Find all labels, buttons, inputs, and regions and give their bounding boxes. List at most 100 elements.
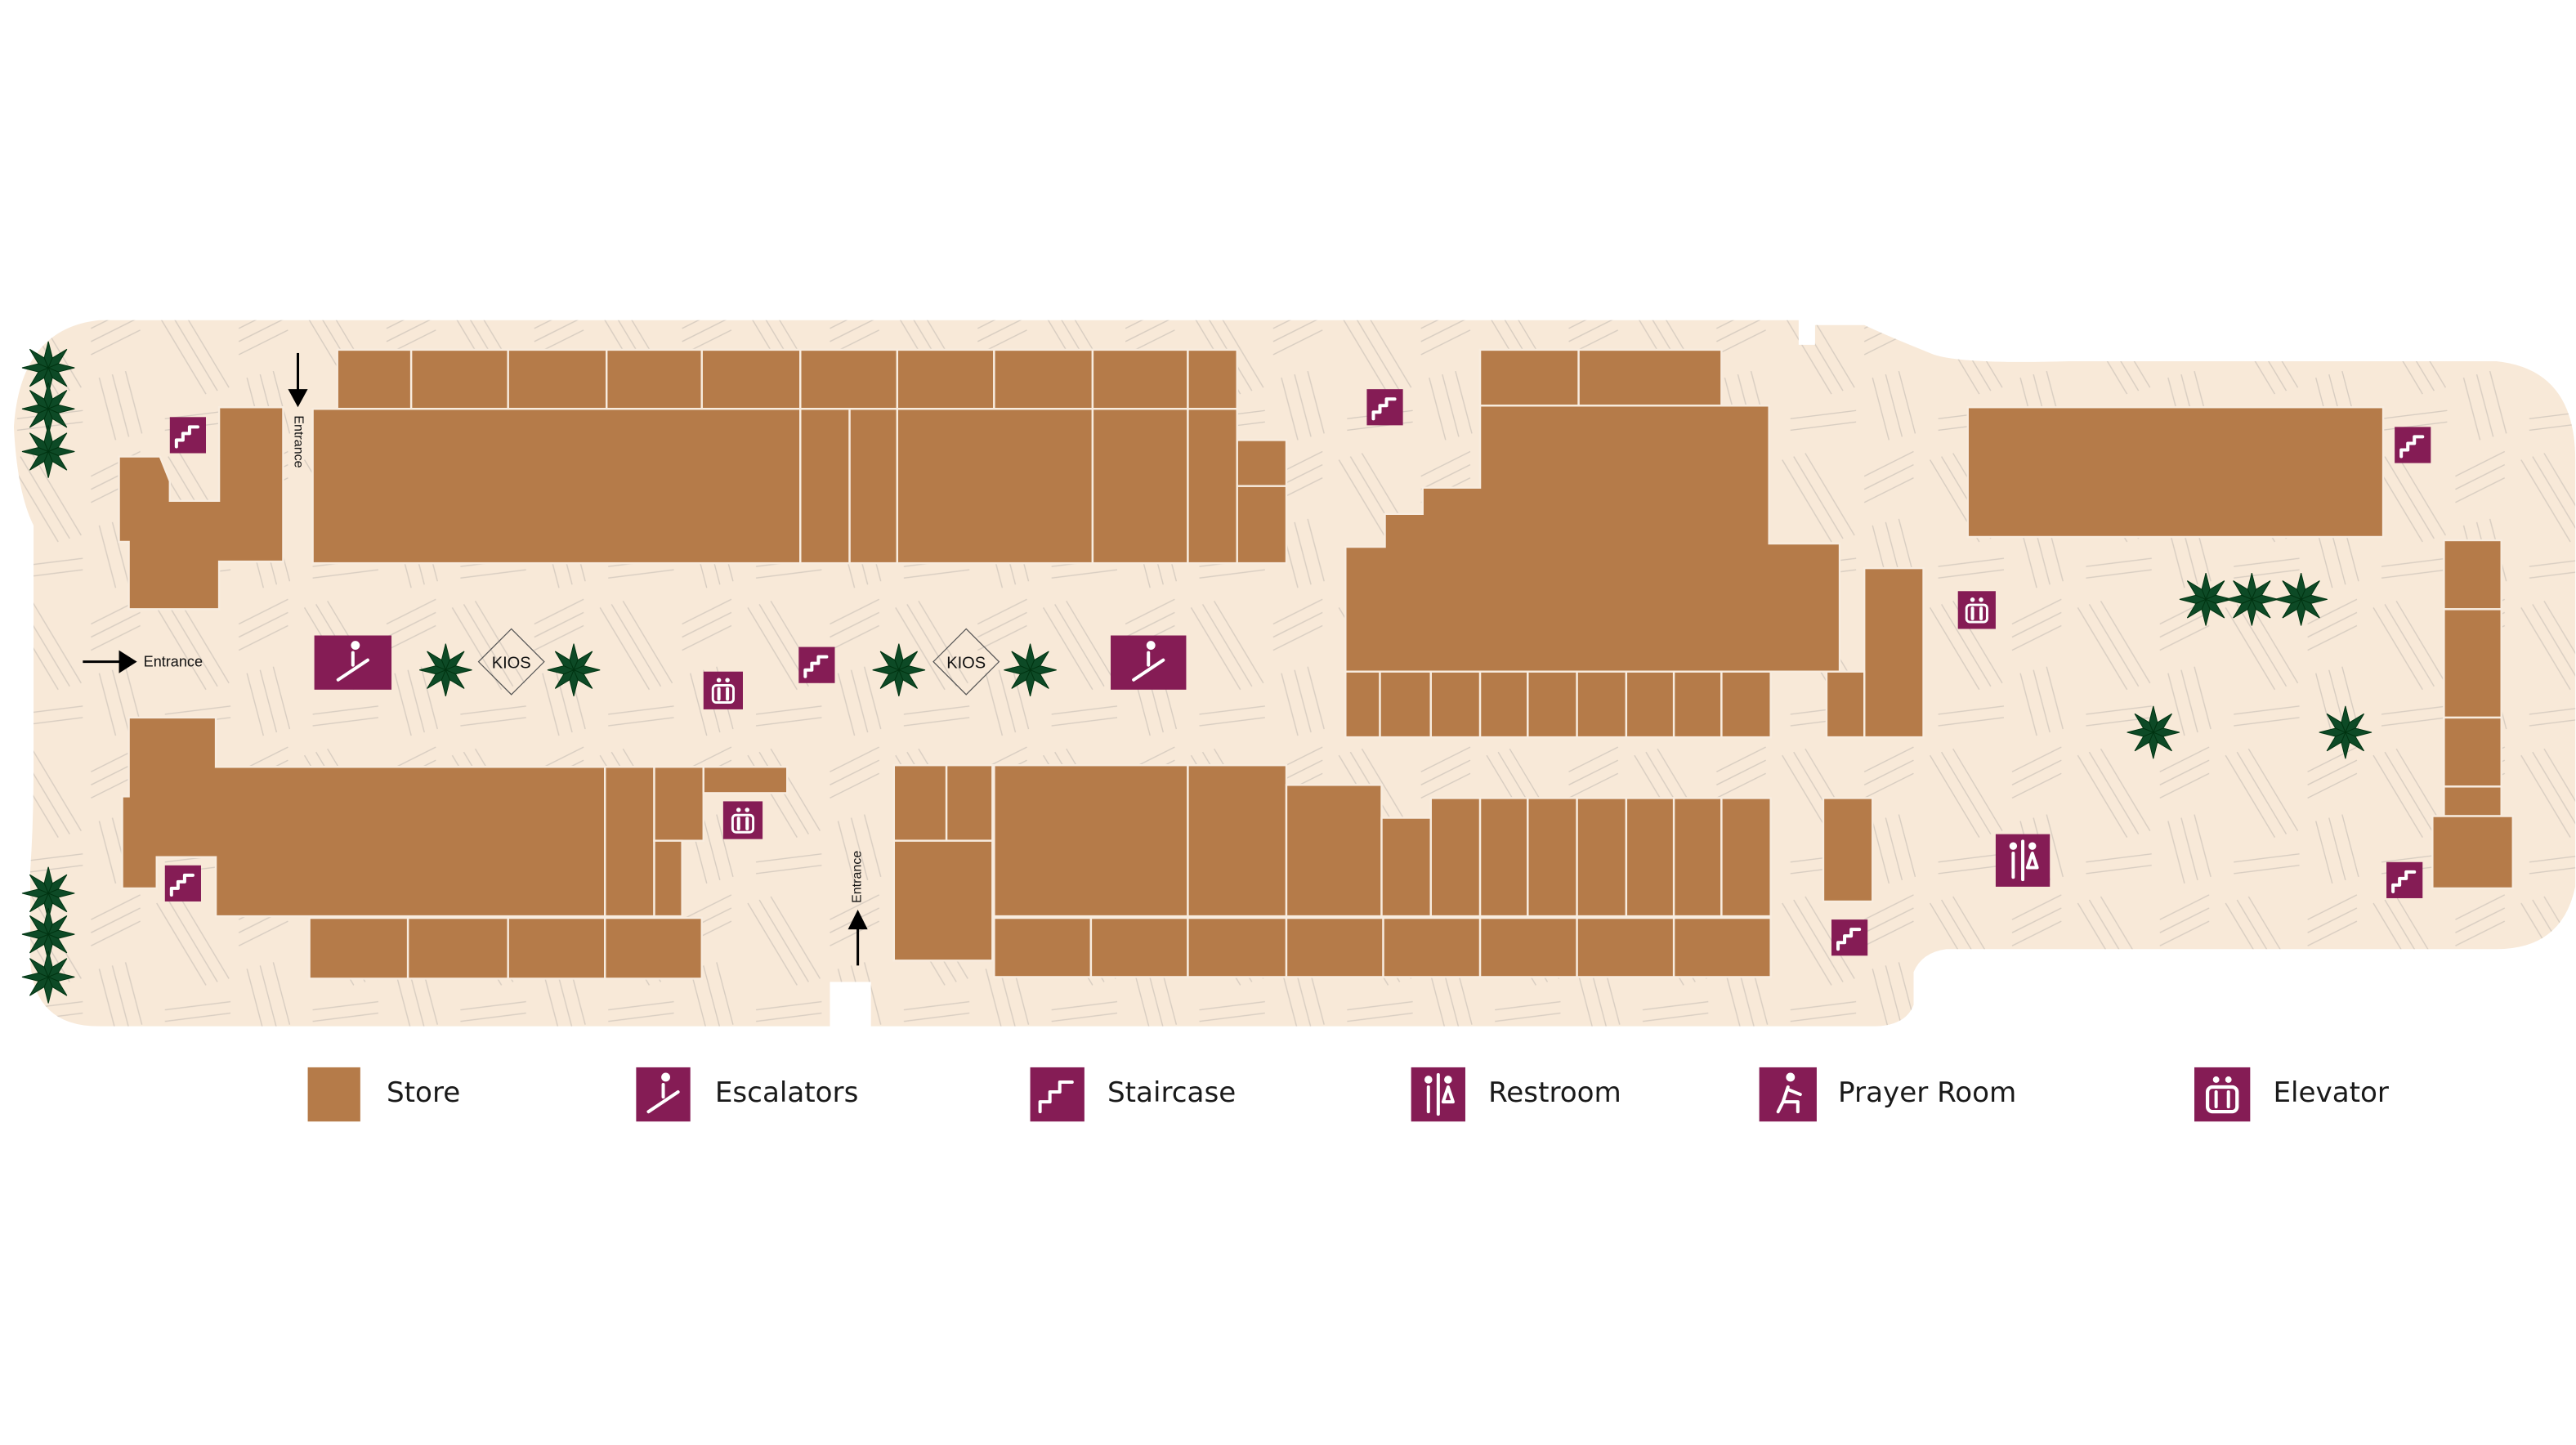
palm-tree-icon bbox=[547, 643, 601, 696]
store[interactable] bbox=[1187, 348, 1238, 410]
staircase-icon[interactable] bbox=[1366, 389, 1403, 426]
store[interactable] bbox=[1187, 916, 1288, 978]
entrance-bottom: Entrance bbox=[847, 851, 868, 966]
store[interactable] bbox=[1091, 348, 1189, 410]
palm-tree-icon bbox=[872, 643, 926, 696]
store[interactable] bbox=[1478, 348, 1580, 407]
store[interactable] bbox=[311, 408, 802, 565]
staircase-icon[interactable] bbox=[164, 865, 201, 901]
restroom-icon[interactable] bbox=[1995, 834, 2051, 887]
store[interactable] bbox=[409, 348, 509, 410]
store bbox=[118, 406, 284, 611]
kiosk-label: KIOS bbox=[492, 655, 531, 673]
store[interactable] bbox=[1576, 670, 1628, 739]
store[interactable] bbox=[2443, 716, 2502, 788]
palm-tree-icon bbox=[21, 866, 75, 920]
store[interactable] bbox=[1720, 797, 1772, 918]
store[interactable] bbox=[507, 348, 608, 410]
store[interactable] bbox=[799, 408, 851, 565]
elevator-icon[interactable] bbox=[703, 671, 743, 709]
store[interactable] bbox=[604, 916, 703, 980]
store[interactable] bbox=[1863, 566, 1925, 739]
store[interactable] bbox=[993, 764, 1189, 918]
store[interactable] bbox=[1380, 816, 1432, 918]
prayer-room-icon bbox=[1759, 1067, 1817, 1122]
store[interactable] bbox=[1625, 797, 1675, 918]
palm-tree-icon bbox=[2274, 573, 2328, 626]
store[interactable] bbox=[1236, 439, 1288, 487]
staircase-icon[interactable] bbox=[2386, 861, 2423, 898]
store[interactable] bbox=[507, 916, 606, 980]
store[interactable] bbox=[308, 916, 409, 980]
store[interactable] bbox=[1527, 670, 1578, 739]
palm-tree-icon bbox=[21, 951, 75, 1004]
entrance-top: Entrance bbox=[288, 352, 308, 468]
store[interactable] bbox=[336, 348, 413, 410]
store[interactable] bbox=[653, 766, 704, 842]
staircase-icon[interactable] bbox=[169, 417, 207, 454]
store bbox=[121, 716, 606, 918]
store[interactable] bbox=[945, 764, 994, 842]
store[interactable] bbox=[2431, 815, 2514, 890]
store[interactable] bbox=[702, 766, 789, 794]
elevator-icon[interactable] bbox=[1957, 591, 1996, 629]
store[interactable] bbox=[653, 839, 683, 918]
store[interactable] bbox=[896, 348, 995, 410]
store[interactable] bbox=[892, 764, 948, 842]
store[interactable] bbox=[799, 348, 899, 410]
store[interactable] bbox=[1344, 670, 1381, 739]
legend-label: Escalators bbox=[715, 1076, 859, 1109]
store bbox=[1344, 405, 1841, 673]
escalator-icon[interactable] bbox=[314, 635, 392, 690]
store[interactable] bbox=[1720, 670, 1772, 739]
elevator-icon[interactable] bbox=[722, 801, 763, 839]
store[interactable] bbox=[1285, 784, 1383, 918]
store[interactable] bbox=[1625, 670, 1675, 739]
kiosk[interactable]: KIOS bbox=[932, 628, 1000, 696]
store[interactable] bbox=[1379, 670, 1432, 739]
staircase-icon[interactable] bbox=[2395, 427, 2431, 463]
store[interactable] bbox=[1527, 797, 1578, 918]
store[interactable] bbox=[604, 766, 655, 918]
store[interactable] bbox=[700, 348, 802, 410]
store[interactable] bbox=[1478, 670, 1529, 739]
store[interactable] bbox=[1187, 408, 1238, 565]
store[interactable] bbox=[1966, 406, 2385, 539]
store[interactable] bbox=[848, 408, 899, 565]
store[interactable] bbox=[993, 348, 1094, 410]
store[interactable] bbox=[1382, 916, 1482, 978]
store[interactable] bbox=[1429, 670, 1482, 739]
store[interactable] bbox=[1672, 670, 1723, 739]
store[interactable] bbox=[993, 916, 1093, 978]
staircase-icon[interactable] bbox=[1831, 919, 1868, 956]
store[interactable] bbox=[892, 839, 994, 962]
store[interactable] bbox=[1577, 348, 1723, 407]
store[interactable] bbox=[2443, 785, 2502, 817]
palm-tree-icon bbox=[21, 425, 75, 478]
staircase-icon[interactable] bbox=[798, 646, 835, 683]
palm-tree-icon bbox=[2319, 705, 2373, 759]
store[interactable] bbox=[1822, 797, 1874, 903]
store[interactable] bbox=[406, 916, 509, 980]
store[interactable] bbox=[1187, 764, 1288, 918]
store[interactable] bbox=[2443, 608, 2502, 719]
store[interactable] bbox=[1285, 916, 1384, 978]
store[interactable] bbox=[896, 408, 1094, 565]
store[interactable] bbox=[1576, 916, 1675, 978]
store[interactable] bbox=[1478, 916, 1578, 978]
kiosk[interactable]: KIOS bbox=[477, 628, 545, 696]
store[interactable] bbox=[1825, 670, 1866, 739]
store[interactable] bbox=[1672, 916, 1772, 978]
palm-tree-icon bbox=[21, 382, 75, 436]
escalator-icon[interactable] bbox=[1111, 635, 1187, 690]
store[interactable] bbox=[1091, 408, 1189, 565]
store[interactable] bbox=[1478, 797, 1529, 918]
store[interactable] bbox=[2443, 539, 2502, 611]
store[interactable] bbox=[1236, 485, 1288, 565]
store[interactable] bbox=[1672, 797, 1723, 918]
store[interactable] bbox=[1429, 797, 1482, 918]
store[interactable] bbox=[1576, 797, 1628, 918]
legend-label: Store bbox=[387, 1076, 460, 1109]
store[interactable] bbox=[606, 348, 703, 410]
store[interactable] bbox=[1089, 916, 1189, 978]
